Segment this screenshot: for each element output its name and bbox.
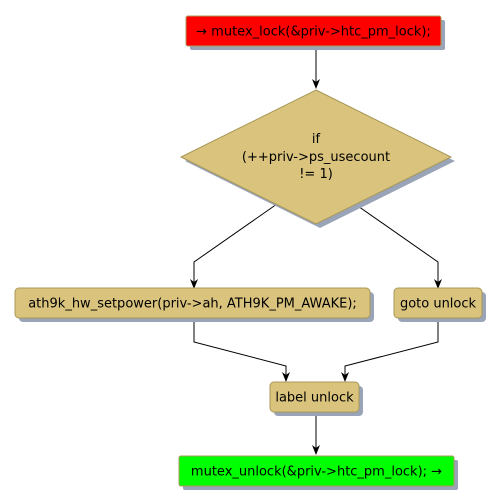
node-setpower-box — [14, 287, 371, 319]
node-end-box — [178, 455, 455, 487]
node-end-label: mutex_unlock(&priv->htc_pm_lock); → — [191, 465, 442, 480]
node-label-unlock-label: label unlock — [275, 391, 354, 406]
node-decision: if (++priv->ps_usecount != 1) — [179, 89, 455, 228]
node-decision-line-1: if — [312, 132, 321, 147]
node-setpower-label: ath9k_hw_setpower(priv->ah, ATH9K_PM_AWA… — [28, 297, 357, 312]
edge-goto-to-label — [341, 318, 439, 382]
node-goto-label: goto unlock — [400, 297, 477, 312]
node-label-unlock: label unlock — [269, 381, 363, 416]
node-decision-line-3: != 1) — [299, 167, 333, 182]
edge-setpower-to-label — [193, 318, 290, 382]
node-start-box — [185, 15, 442, 47]
node-goto-box — [393, 287, 483, 319]
node-label-unlock-box — [269, 381, 360, 413]
node-end: mutex_unlock(&priv->htc_pm_lock); → — [178, 455, 458, 490]
edge-decision-to-setpower — [190, 203, 278, 289]
node-decision-line-2: (++priv->ps_usecount — [242, 150, 390, 165]
node-setpower: ath9k_hw_setpower(priv->ah, ATH9K_PM_AWA… — [14, 287, 374, 322]
node-start: → mutex_lock(&priv->htc_pm_lock); — [185, 15, 445, 50]
node-start-label: → mutex_lock(&priv->htc_pm_lock); — [196, 25, 431, 40]
node-decision-diamond — [179, 89, 453, 225]
edges — [190, 46, 442, 455]
node-goto: goto unlock — [393, 287, 486, 322]
edge-decision-to-goto — [354, 203, 442, 289]
